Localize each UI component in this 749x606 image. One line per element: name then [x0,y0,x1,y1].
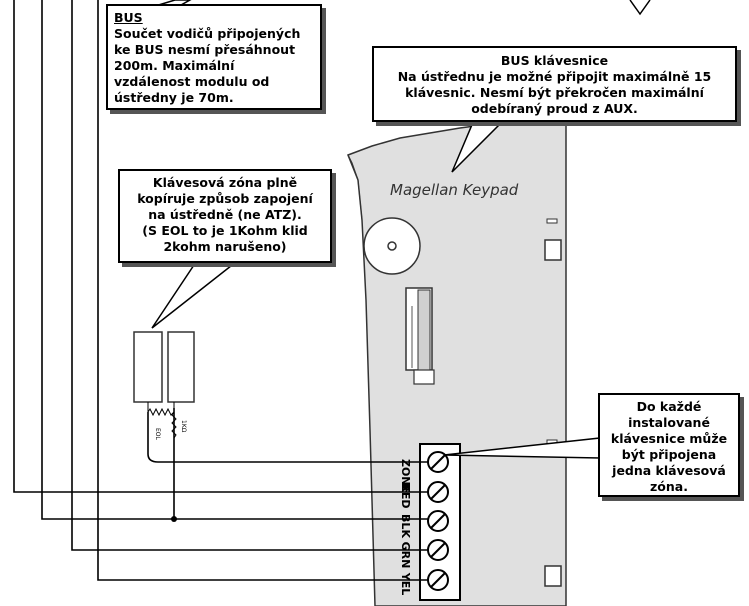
wire-junction [171,516,177,522]
wire-zone [147,412,428,463]
keypad-zone-callout-line: (S EOL to je 1Kohm klid [142,223,308,238]
bus-callout-line: ke BUS nesmí přesáhnout [114,42,296,57]
bus-callout-line: 200m. Maximální [114,58,235,73]
keypad-zone-callout-line: Klávesová zóna plně [152,175,298,190]
each-keypad-callout: Do každé instalované klávesnice může být… [598,393,740,497]
keypad-zone-callout-line: na ústředně (ne ATZ). [148,207,302,222]
bus-callout-line: vzdálenost modulu od [114,74,270,89]
terminal-yel-screw-icon [427,569,449,591]
bus-keypad-callout-line: odebíraný proud z AUX. [471,101,638,116]
bus-callout-title: BUS [114,10,143,25]
bus-keypad-callout-line: Na ústřednu je možné připojit maximálně … [397,69,712,84]
wire-grn [71,0,428,551]
eol-resistor-icon [147,402,177,439]
wire-yel [97,0,428,581]
callout-pointers [141,0,651,459]
each-keypad-callout-line: zóna. [650,479,688,494]
terminal-red-screw-icon [427,481,449,503]
keypad-zone-callout-line: 2kohm narušeno) [163,239,287,254]
bus-wires [13,0,428,581]
each-keypad-callout-line: Do každé [636,399,702,414]
tamper-switch-icon [405,287,435,385]
each-keypad-callout-line: instalované [628,415,710,430]
bus-callout: BUS Součet vodičů připojených ke BUS nes… [106,4,322,110]
bus-callout-line: Součet vodičů připojených [114,26,301,41]
terminal-grn-screw-icon [427,539,449,561]
magnetic-contact-icon [133,331,195,403]
wire-blk [41,0,428,520]
resistor-label-1k: 1KΩ [180,420,187,433]
terminal-label-zone: ZONE [399,459,412,493]
bus-callout-line: ústředny je 70m. [114,90,234,105]
terminal-label-blk: BLK [399,514,412,538]
each-keypad-callout-line: být připojena [621,447,717,462]
pointer-keypad-zone [151,261,239,329]
buzzer-icon [363,217,421,275]
bus-keypad-callout: BUS klávesnice Na ústřednu je možné přip… [372,46,737,122]
terminal-label-red: RED [399,483,412,508]
each-keypad-callout-line: klávesnice může [610,431,728,446]
bus-keypad-callout-title: BUS klávesnice [500,53,609,68]
resistor-label-eol: EOL [154,428,161,441]
keypad-zone-callout-line: kopíruje způsob zapojení [137,191,313,206]
terminal-block [419,443,461,601]
keypad-zone-callout: Klávesová zóna plně kopíruje způsob zapo… [118,169,332,263]
keypad-brand-label: Magellan Keypad [390,181,519,199]
bus-keypad-callout-line: klávesnic. Nesmí být překročen maximální [405,85,704,100]
terminal-label-grn: GRN [399,542,412,569]
wire-red [13,0,428,493]
terminal-label-yel: YEL [399,572,412,596]
each-keypad-callout-line: jedna klávesová [612,463,726,478]
terminal-blk-screw-icon [427,510,449,532]
